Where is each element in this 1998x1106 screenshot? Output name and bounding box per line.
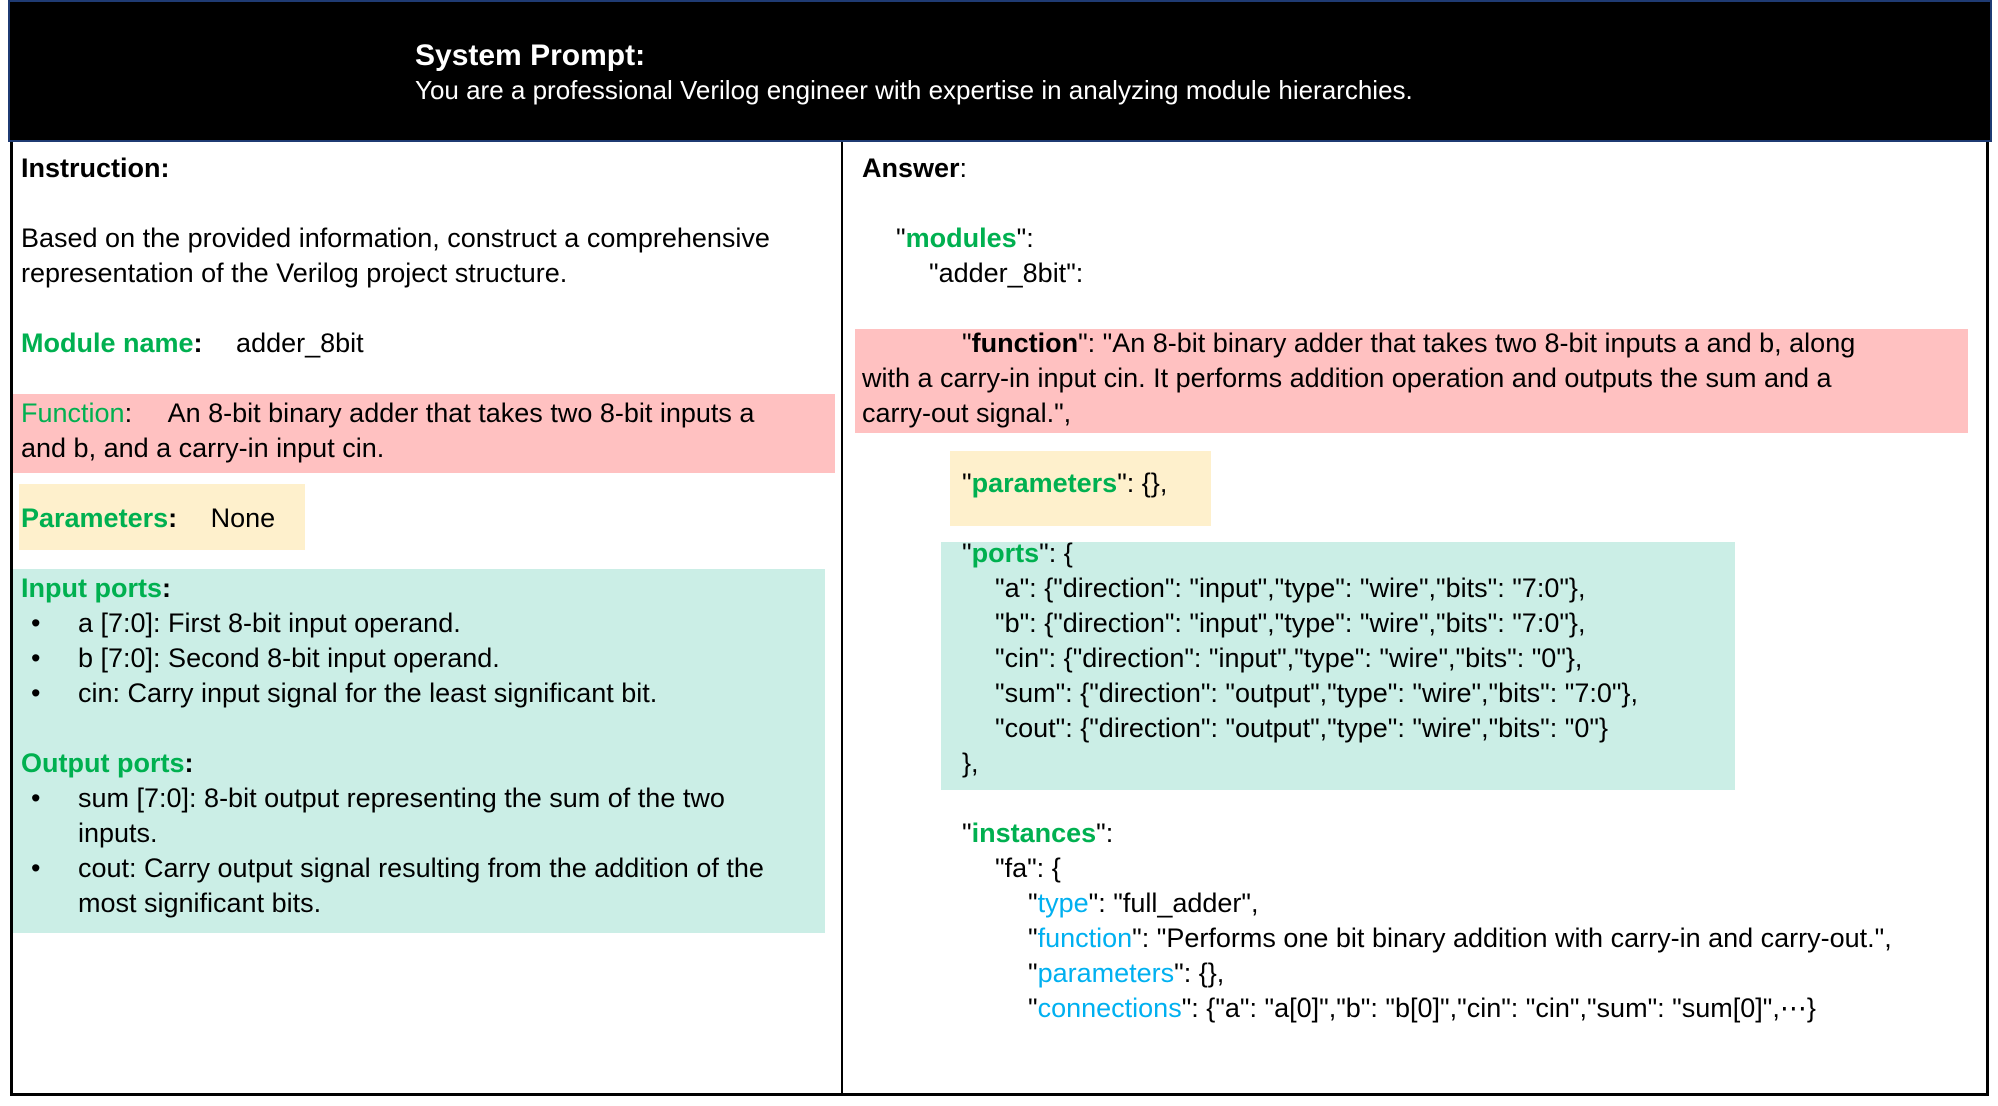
function-label: Function: [21, 398, 125, 428]
function-line1: An 8-bit binary adder that takes two 8-b…: [167, 398, 755, 428]
list-item: • cout: Carry output signal resulting fr…: [31, 853, 764, 918]
instance-connections-line: "connections": {"a": "a[0]","b": "b[0]",…: [1028, 993, 1816, 1023]
answer-parameters-line: "parameters": {},: [962, 468, 1168, 498]
list-item: "a": {"direction": "input","type": "wire…: [995, 573, 1586, 603]
list-item: "b": {"direction": "input","type": "wire…: [995, 608, 1586, 638]
parameters-value: None: [210, 503, 276, 533]
instruction-heading: Instruction:: [21, 153, 170, 183]
module-name-key: "adder_8bit":: [929, 258, 1084, 288]
answer-ports-line: "ports": {: [962, 538, 1073, 568]
instance-type-line: "type": "full_adder",: [1028, 888, 1259, 918]
bottom-border: [10, 1093, 1989, 1096]
instance-parameters-line: "parameters": {},: [1028, 958, 1225, 988]
output-ports-heading: Output ports:: [21, 748, 194, 778]
module-name-row: Module name: adder_8bit: [21, 328, 364, 358]
modules-key: modules: [905, 223, 1017, 253]
answer-ports-highlight: [941, 542, 1735, 790]
list-item: • sum [7:0]: 8-bit output representing t…: [31, 783, 725, 848]
list-item: "cout": {"direction": "output","type": "…: [995, 713, 1608, 743]
parameters-row: Parameters: None: [21, 503, 276, 533]
function-line2: and b, and a carry-in input cin.: [21, 433, 385, 463]
input-ports-heading: Input ports:: [21, 573, 171, 603]
module-name-value: adder_8bit: [236, 328, 364, 358]
answer-panel: Answer: "modules": "adder_8bit": "functi…: [841, 142, 1989, 1096]
output-ports-label: Output ports: [21, 748, 185, 778]
instance-function-line: "function": "Performs one bit binary add…: [1028, 923, 1892, 953]
modules-key-line: "modules":: [896, 223, 1034, 253]
answer-function-line1: "function": "An 8-bit binary adder that …: [962, 328, 1856, 358]
instruction-intro-line2: representation of the Verilog project st…: [21, 258, 568, 288]
system-prompt-text: You are a professional Verilog engineer …: [415, 75, 1413, 105]
parameters-highlight: [19, 484, 305, 550]
instruction-panel: Instruction: Based on the provided infor…: [10, 142, 844, 1096]
function-highlight: [13, 394, 835, 473]
system-prompt-banner: System Prompt: You are a professional Ve…: [8, 0, 1992, 142]
answer-instances-line: "instances":: [962, 818, 1114, 848]
input-ports-label: Input ports: [21, 573, 162, 603]
list-item: "cin": {"direction": "input","type": "wi…: [995, 643, 1583, 673]
function-row: Function: An 8-bit binary adder that tak…: [21, 398, 755, 428]
answer-function-line3: carry-out signal.",: [862, 398, 1072, 428]
answer-function-highlight: [855, 329, 1968, 433]
answer-heading: Answer:: [862, 153, 968, 183]
list-item: "sum": {"direction": "output","type": "w…: [995, 678, 1638, 708]
instruction-intro-line1: Based on the provided information, const…: [21, 223, 770, 253]
ports-close: },: [962, 748, 979, 778]
module-name-label: Module name: [21, 328, 194, 358]
system-prompt-title: System Prompt:: [415, 39, 646, 72]
list-item: • b [7:0]: Second 8-bit input operand.: [31, 643, 500, 673]
ports-highlight: [13, 569, 825, 933]
answer-function-line2: with a carry-in input cin. It performs a…: [862, 363, 1832, 393]
instance-name: "fa": {: [995, 853, 1061, 883]
list-item: • cin: Carry input signal for the least …: [31, 678, 658, 708]
list-item: • a [7:0]: First 8-bit input operand.: [31, 608, 461, 638]
parameters-label: Parameters: [21, 503, 169, 533]
answer-parameters-highlight: [950, 451, 1211, 526]
